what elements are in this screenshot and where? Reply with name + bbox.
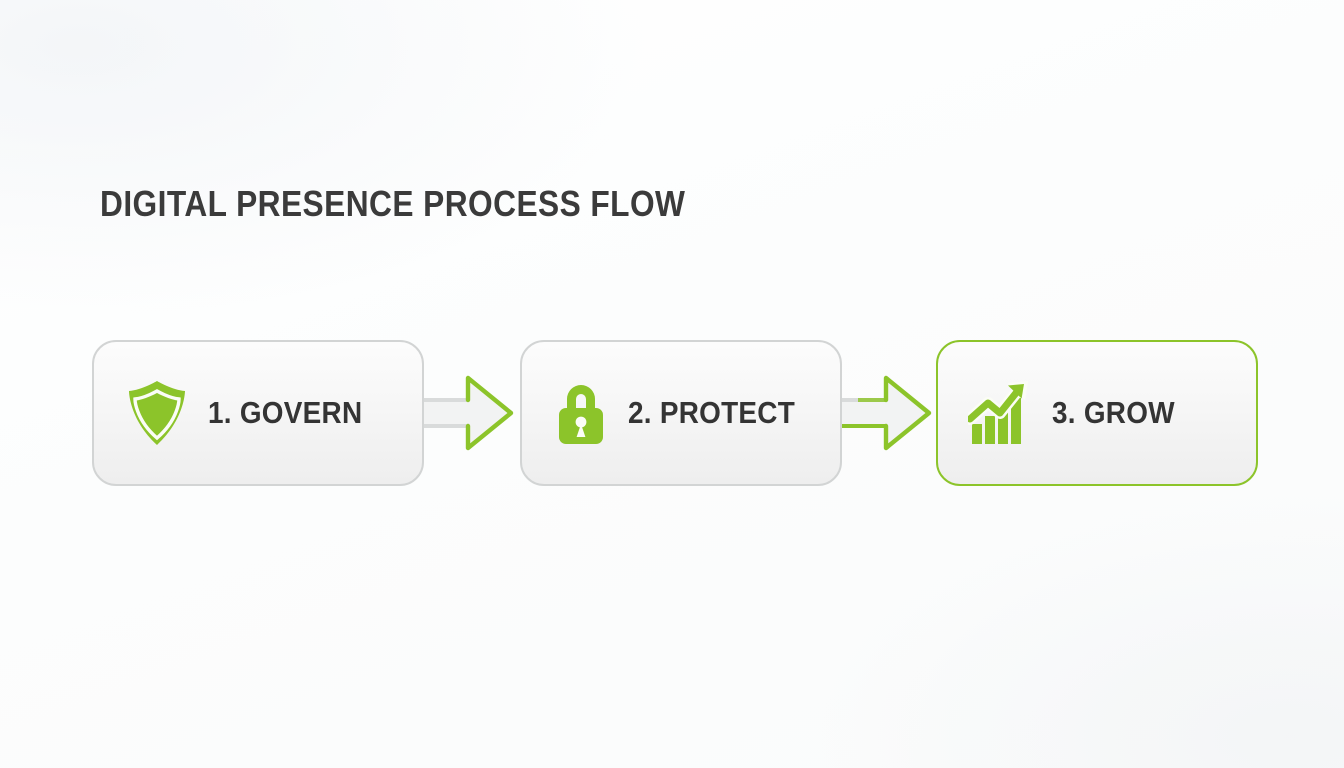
lock-icon — [559, 385, 603, 444]
step-card-grow[interactable]: 3. GROW — [936, 340, 1258, 486]
arrow-right-icon-step1-to-step2 — [412, 375, 514, 451]
shield-icon — [129, 381, 185, 445]
growth-chart-icon — [968, 381, 1029, 444]
step-label-protect: 2. PROTECT — [628, 395, 796, 430]
step-card-govern[interactable]: 1. GOVERN — [92, 340, 424, 486]
step-label-grow: 3. GROW — [1052, 395, 1175, 430]
arrow-right-icon-step2-to-step3 — [830, 375, 932, 451]
page-title: DIGITAL PRESENCE PROCESS FLOW — [100, 183, 686, 224]
step-card-protect[interactable]: 2. PROTECT — [520, 340, 842, 486]
step-label-govern: 1. GOVERN — [208, 395, 363, 430]
